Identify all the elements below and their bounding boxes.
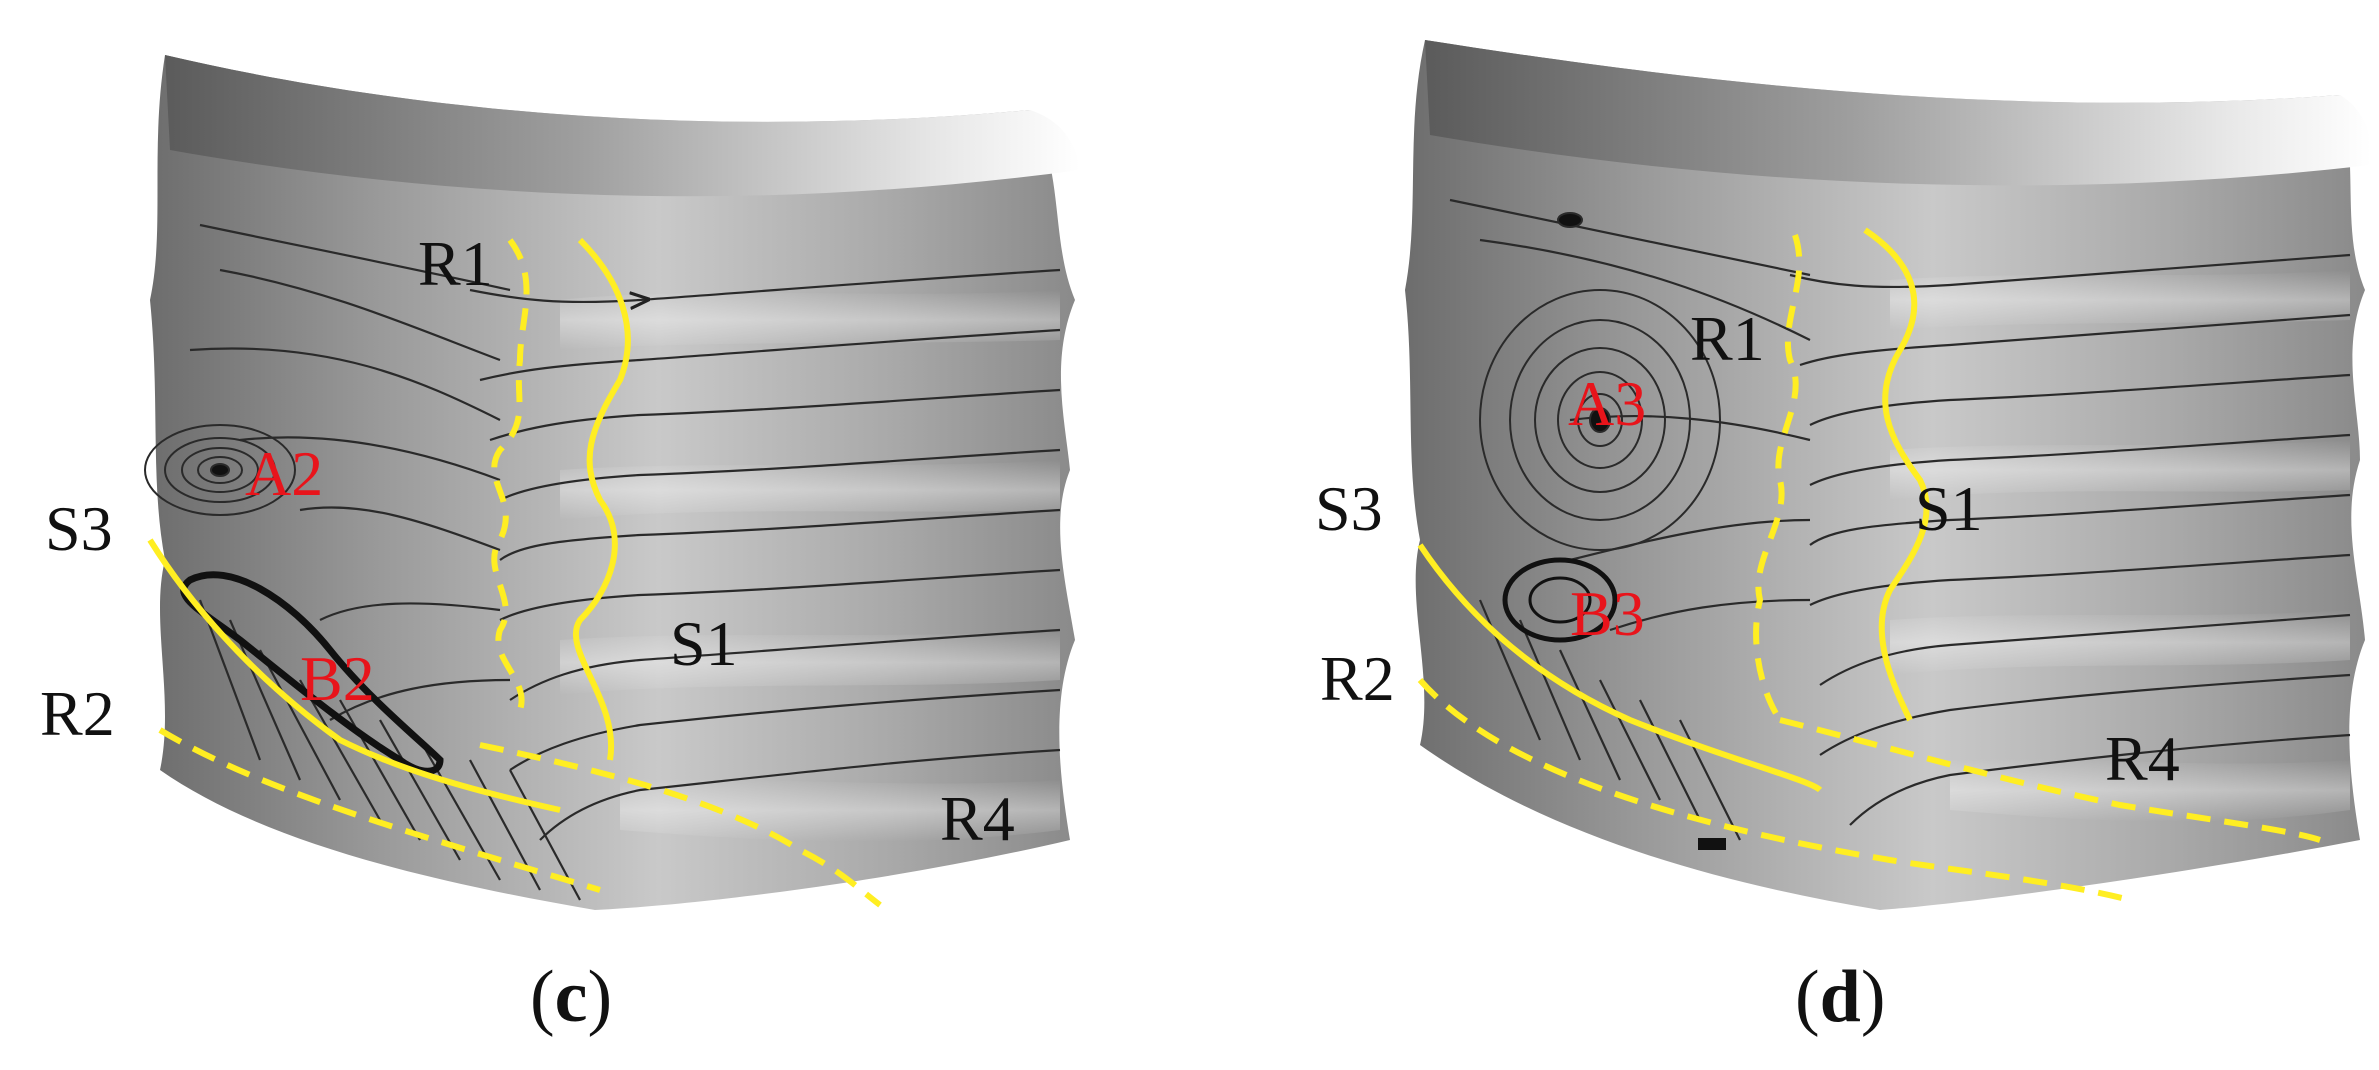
label-s3: S3 (1315, 473, 1383, 544)
caption-c: (c) (530, 956, 613, 1038)
vortex-b3-spiral (1502, 557, 1618, 643)
label-r2: R2 (1320, 643, 1395, 714)
label-r4: R4 (940, 783, 1015, 854)
surface-highlights (1890, 270, 2350, 822)
label-b2: B2 (300, 643, 375, 714)
separation-lines (147, 237, 882, 908)
label-a3: A3 (1568, 368, 1646, 439)
blade-top-edge (1425, 40, 2372, 186)
separation-lines (1417, 227, 2321, 903)
streamlines (1449, 198, 2351, 841)
panel-c: R1 S1 S3 R2 R4 A2 B2 (40, 55, 1080, 910)
surface-highlights (560, 290, 1060, 842)
label-s1: S1 (1915, 473, 1983, 544)
label-a2: A2 (245, 438, 323, 509)
label-r1: R1 (1690, 303, 1765, 374)
blade-top-edge (165, 55, 1080, 197)
label-s1: S1 (670, 608, 738, 679)
vortex-a3-spiral (1479, 212, 1721, 551)
root-marker (1698, 838, 1726, 850)
vortex-b2-loop (180, 571, 444, 775)
label-r2: R2 (40, 678, 115, 749)
caption-d: (d) (1795, 956, 1886, 1038)
streamlines (189, 223, 1061, 901)
label-b3: B3 (1570, 578, 1645, 649)
label-r1: R1 (418, 228, 493, 299)
label-r4: R4 (2105, 723, 2180, 794)
panel-d: R1 S1 S3 R2 R4 A3 B3 (1315, 40, 2372, 910)
vortex-a2-spiral (144, 424, 296, 516)
label-s3: S3 (45, 493, 113, 564)
